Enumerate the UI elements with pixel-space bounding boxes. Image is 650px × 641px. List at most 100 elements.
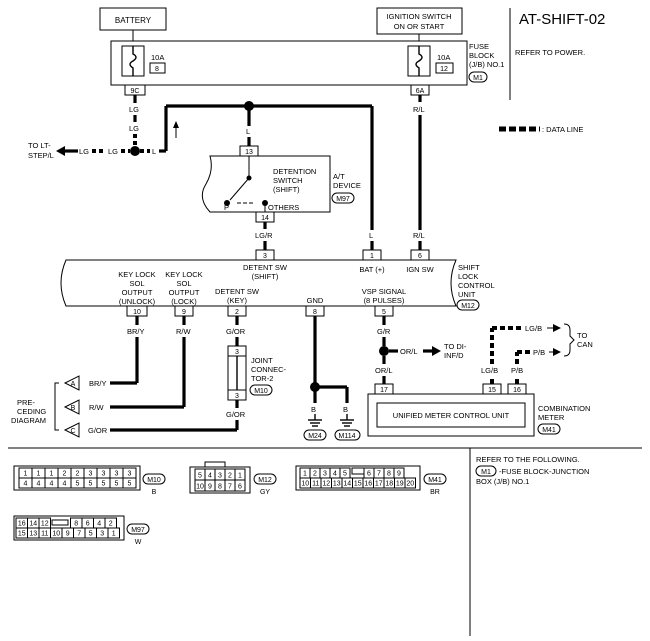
ground-m114: M114 [339,433,356,440]
at-device-connector: M97 [336,196,350,203]
switch-pos-p-dot [224,200,230,206]
connector-m97-pin: 9 [66,531,70,538]
preceding-a: A [71,381,76,388]
wire-label-lgr: LG/R [255,231,273,240]
connector-m97-cell [107,527,120,539]
connector-m41-pin: 18 [385,481,393,488]
joint-connector-id: M10 [254,388,268,395]
wire-label-b-2: B [343,405,348,414]
connector-m41-pin: 6 [367,471,371,478]
connector-m10-pin: 5 [115,481,119,488]
unit-gnd: GND [307,296,324,305]
connector-m41-pin: 11 [312,481,319,488]
diagram-title: AT-SHIFT-02 [519,11,605,28]
connector-m97-pin: 12 [41,521,49,528]
connector-m97-pin: 11 [41,531,48,538]
detent-key-2: (KEY) [227,296,248,305]
wire-label-rl-2: R/L [413,231,425,240]
connector-m10-pin: 5 [76,481,80,488]
joint-pin-top: 3 [235,349,239,356]
fuse-block-connector: M1 [473,75,483,82]
fuse-block-label-2: BLOCK [469,51,494,60]
connector-m10-pin: 1 [37,471,41,478]
joint-label-1: JOINT [251,356,273,365]
ground-m114-badge [334,429,361,441]
connector-m10-pin: 5 [102,481,106,488]
unit-name-4: UNIT [458,290,476,299]
connector-m12-pin: 4 [208,473,212,480]
connector-m10-id: M10 [147,477,161,484]
meter-unit-name: UNIFIED METER CONTROL UNIT [393,411,510,420]
connector-m41-cell [404,477,416,489]
wire-label-or-l-1: OR/L [400,347,418,356]
preceding-marker-c [63,422,80,438]
wire-label-p-b-1: P/B [511,366,523,375]
connector-m12-pin: 7 [228,484,232,491]
unit-detent-shift-2: (SHIFT) [252,272,279,281]
connector-m12-pin: 8 [218,484,222,491]
meter-connector: M41 [542,427,556,434]
connector-m10-pin: 1 [24,471,28,478]
connector-m10-cell [122,477,137,489]
connector-m12-color: GY [260,489,270,496]
connector-m41-pin: 15 [354,481,362,488]
fuse-block-label-3: (J/B) NO.1 [469,60,504,69]
connector-m41-pin: 17 [375,481,383,488]
connector-m97-pin: 7 [77,531,81,538]
preceding-label-1: PRE- [17,398,35,407]
lock-label-1: KEY LOCK [165,270,202,279]
connector-m10-pin: 3 [89,471,93,478]
connector-m41-pin: 20 [406,481,414,488]
at-device-box [201,155,331,213]
connector-m97-pin: 4 [97,521,101,528]
connector-m41-pin: 16 [364,481,372,488]
connector-m41-pin: 1 [303,471,307,478]
wire-label-lg-b-1: LG/B [481,366,498,375]
unlock-label-2: SOL [129,279,144,288]
can-bracket [563,323,575,357]
unit-name-3: CONTROL [458,281,495,290]
connector-m10-pin: 4 [63,481,67,488]
at-conn-14: 14 [261,215,269,222]
switch-pos-others: OTHERS [268,203,299,212]
to-lt-step-1: TO LT- [28,141,51,150]
connector-m12-pin: 6 [238,484,242,491]
connector-m41-pin: 19 [396,481,404,488]
connector-m41-pin: 5 [343,471,347,478]
switch-pos-p: P [224,203,229,212]
connector-m12-pin: 5 [198,473,202,480]
preceding-label-3: DIAGRAM [11,416,46,425]
wire-label-l-2: L [246,127,250,136]
ground-m24-badge [303,429,327,441]
detention-switch-contact [229,177,250,201]
refer-box: BOX (J/B) NO.1 [476,477,529,486]
arrow-can-2-icon [553,348,561,356]
wire-label-p-b-2: P/B [533,348,545,357]
wire-label-g-or-1: G/OR [226,327,246,336]
connector-m10-pin: 3 [115,471,119,478]
connector-m41-pin: 2 [313,471,317,478]
arrow-can-1-icon [553,324,561,332]
wire-label-lg-2: LG [129,124,139,133]
connector-m97-pin: 5 [89,531,93,538]
connector-m12-pin: 1 [238,473,242,480]
unlock-label-1: KEY LOCK [118,270,155,279]
connector-m97-pin: 6 [86,521,90,528]
preceding-label-2: CEDING [17,407,46,416]
connector-m97-id: M97 [131,527,145,534]
at-device-2: DEVICE [333,181,361,190]
connector-6a: 6A [416,88,425,95]
wire-label-lg-3: LG [79,147,89,156]
wire-label-lg-b-2: LG/B [525,324,542,333]
splice-lg [130,146,140,156]
connector-m41-pin: 10 [301,481,309,488]
connector-m41-color: BR [430,489,440,496]
refer-fuse-block: -FUSE BLOCK-JUNCTION [499,467,589,476]
wire-label-b-1: B [311,405,316,414]
connector-m10-pin: 4 [37,481,41,488]
battery-label: BATTERY [115,16,152,25]
meter-pin-17: 17 [380,387,388,394]
connector-m41-pin: 9 [397,471,401,478]
